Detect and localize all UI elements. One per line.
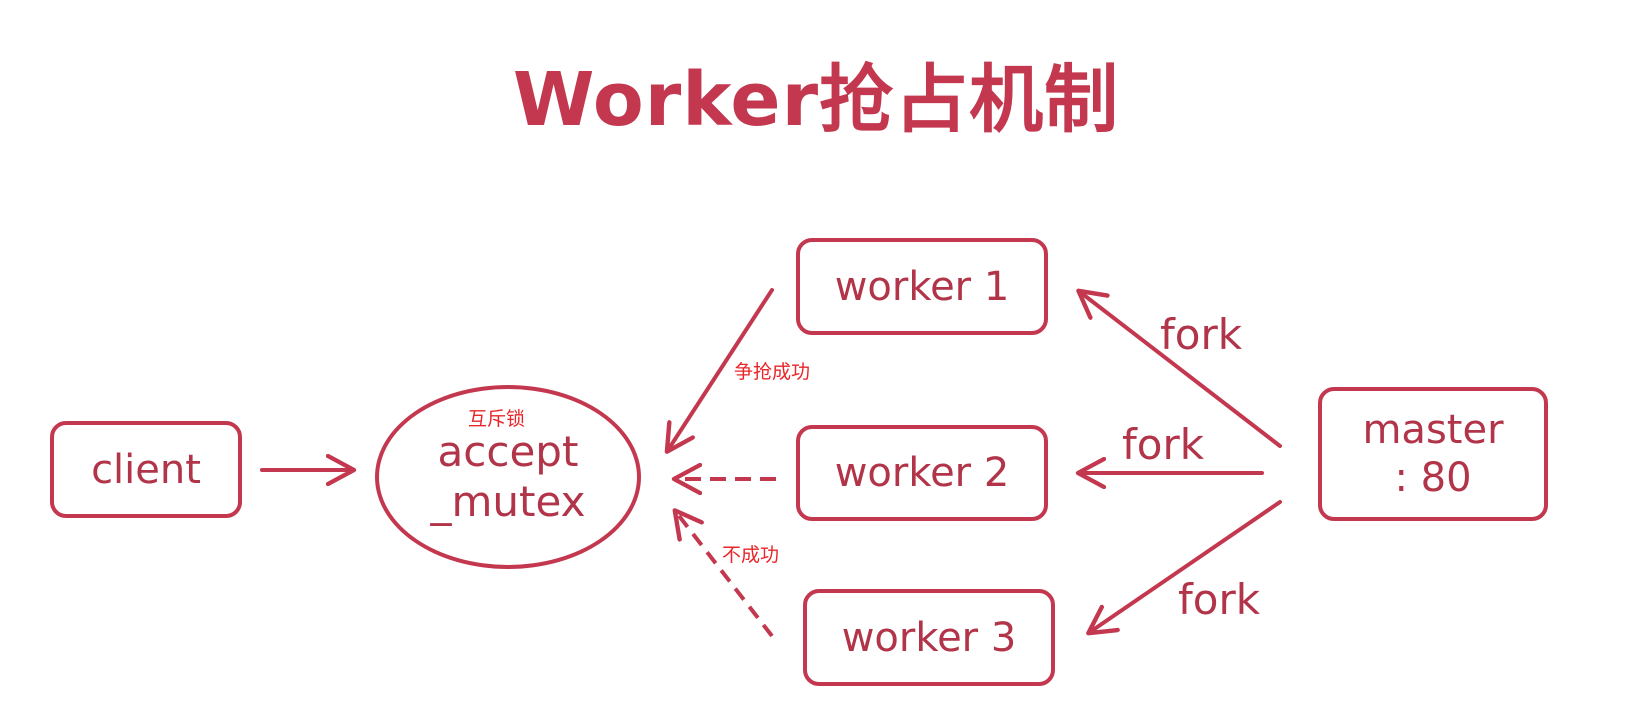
node-accept-mutex: accept _mutex: [375, 385, 641, 569]
edge-master-to-worker3: [1090, 500, 1282, 632]
node-worker-1-label: worker 1: [834, 263, 1010, 310]
node-worker-1: worker 1: [796, 238, 1048, 335]
edge-label-fork-2: fork: [1122, 420, 1205, 469]
node-master-line2: : 80: [1394, 455, 1472, 501]
node-master-line1: master: [1362, 407, 1504, 453]
diagram-title: Worker抢占机制: [512, 57, 1120, 143]
node-worker-2-label: worker 2: [834, 450, 1010, 496]
edge-worker3-to-mutex: [676, 512, 774, 638]
node-worker-3: worker 3: [803, 589, 1055, 686]
node-worker-2: worker 2: [796, 425, 1048, 521]
node-master: master : 80: [1318, 387, 1548, 521]
edge-label-fork-1: fork: [1160, 310, 1243, 359]
edge-label-success: 争抢成功: [734, 361, 811, 383]
node-client-label: client: [91, 446, 201, 493]
edge-label-fork-3: fork: [1178, 575, 1261, 624]
node-client: client: [50, 421, 242, 518]
edge-master-to-worker1: [1080, 292, 1282, 448]
node-worker-3-label: worker 3: [841, 614, 1017, 661]
node-mutex-line1: accept: [437, 427, 579, 476]
edge-label-failure: 不成功: [722, 544, 780, 566]
node-mutex-line2: _mutex: [430, 477, 586, 526]
mutex-annotation: 互斥锁: [468, 408, 526, 430]
edge-worker1-to-mutex: [668, 288, 774, 450]
